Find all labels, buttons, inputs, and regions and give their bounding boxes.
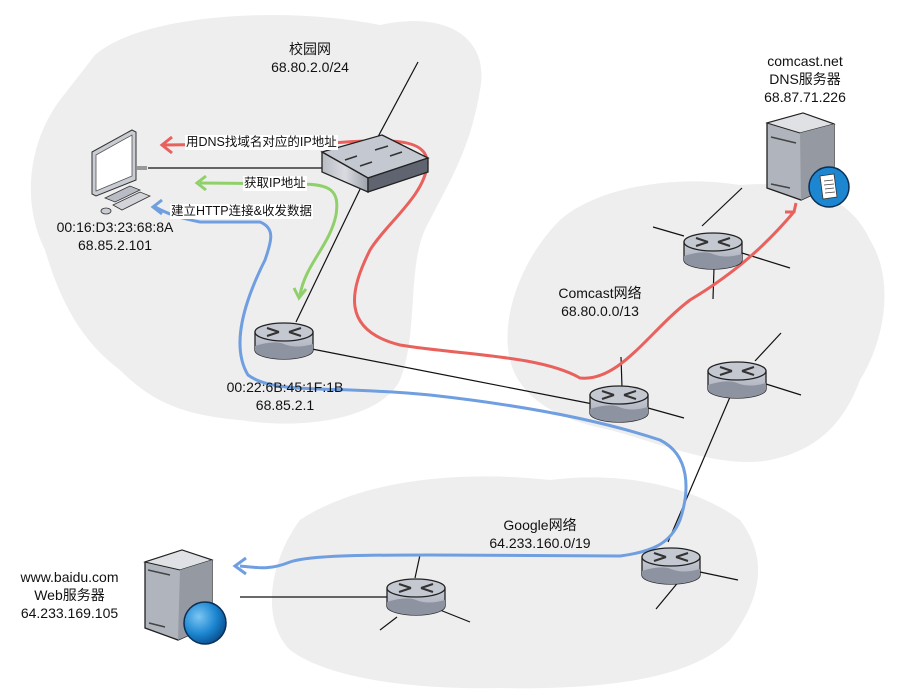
dns-arrowhead (159, 135, 798, 214)
http-arrowhead-client (150, 198, 163, 216)
comcast-router-icon (707, 361, 767, 399)
comcast-router-icon (683, 232, 743, 270)
cloud-google (271, 476, 759, 689)
http-flow-path (154, 205, 688, 570)
dns-server-label: comcast.net DNS服务器 68.87.71.226 (740, 52, 870, 106)
comcast-network-name: Comcast网络 (558, 285, 642, 301)
google-router-icon (386, 578, 446, 616)
comcast-router-icon (589, 385, 649, 423)
client-ip: 68.85.2.101 (78, 237, 152, 253)
gateway-router-ip: 68.85.2.1 (255, 397, 315, 413)
dns-server-domain: comcast.net (767, 53, 843, 69)
comcast-network-subnet: 68.80.0.0/13 (561, 303, 639, 319)
cloud-campus (30, 15, 482, 424)
web-server-role: Web服务器 (34, 587, 105, 603)
gateway-router-label: 00:22:6B:45:1F:1B 68.85.2.1 (200, 378, 370, 414)
google-router-icon (641, 547, 701, 585)
campus-network-name: 校园网 (289, 41, 331, 57)
dns-server-icon (765, 112, 850, 208)
dns-server-role: DNS服务器 (769, 71, 841, 87)
campus-switch-icon (320, 134, 430, 193)
dns-flow-label: 用DNS找域名对应的IP地址 (185, 135, 338, 150)
client-label: 00:16:D3:23:68:8A 68.85.2.101 (30, 218, 200, 254)
gateway-router-icon (254, 322, 314, 360)
campus-network-label: 校园网 68.80.2.0/24 (255, 40, 365, 76)
dhcp-flow-label: 获取IP地址 (243, 176, 307, 191)
web-server-ip: 64.233.169.105 (20, 605, 119, 621)
client-computer-icon (91, 129, 151, 215)
client-mac: 00:16:D3:23:68:8A (56, 219, 174, 235)
google-network-name: Google网络 (503, 517, 577, 533)
cloud-comcast (507, 181, 885, 463)
dhcp-flow-path (199, 181, 339, 296)
dns-server-ip: 68.87.71.226 (764, 89, 846, 105)
http-flow-label: 建立HTTP连接&收发数据 (170, 204, 313, 219)
http-arrowhead-web (232, 556, 247, 576)
web-server-icon (143, 549, 227, 645)
gateway-router-mac: 00:22:6B:45:1F:1B (226, 379, 344, 395)
google-network-subnet: 64.233.160.0/19 (489, 535, 591, 551)
comcast-network-label: Comcast网络 68.80.0.0/13 (540, 284, 660, 320)
web-server-label: www.baidu.com Web服务器 64.233.169.105 (2, 568, 137, 622)
web-server-domain: www.baidu.com (20, 569, 119, 585)
dhcp-arrowhead (194, 174, 308, 301)
campus-network-subnet: 68.80.2.0/24 (271, 59, 349, 75)
google-network-label: Google网络 64.233.160.0/19 (465, 516, 615, 552)
